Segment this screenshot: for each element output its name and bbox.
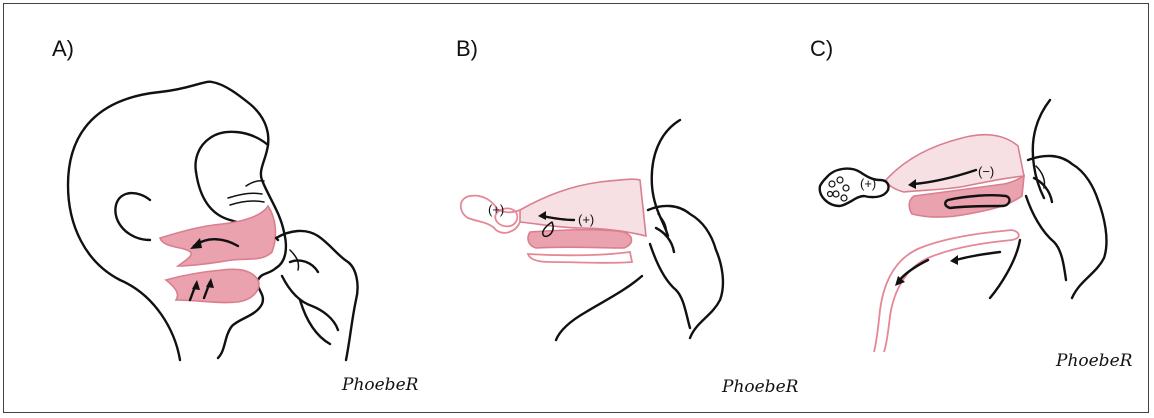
panel-a-illustration: PhoebeR — [68, 82, 419, 395]
esophagus-outer-c — [874, 230, 1012, 352]
nasopharynx-b — [520, 179, 646, 236]
hand-c — [1026, 156, 1106, 298]
swallow-arrow-1 — [956, 252, 1000, 260]
esophagus-top-c — [1012, 230, 1019, 240]
signature-a: PhoebeR — [341, 375, 419, 395]
hand-a — [276, 231, 358, 360]
throat-c — [990, 240, 1020, 298]
middle-ear-dots — [828, 177, 850, 201]
pressure-symbol-c2: (−) — [978, 164, 994, 179]
middle-ear-c — [820, 169, 889, 206]
signature-b: PhoebeR — [721, 377, 799, 397]
hand-b — [648, 206, 723, 338]
pressure-symbol-c1: (+) — [860, 176, 876, 191]
tongue-line-b — [528, 252, 632, 263]
soft-palate-b — [528, 230, 632, 248]
panel-c-illustration: (+) (−) PhoebeR — [820, 100, 1133, 371]
signature-c: PhoebeR — [1055, 351, 1133, 371]
pressure-symbol-b2: (+) — [578, 212, 594, 227]
face-b — [652, 120, 680, 236]
panel-b-illustration: (+) (+) PhoebeR — [461, 120, 799, 397]
pressure-symbol-b1: (+) — [488, 202, 504, 217]
brow-line — [196, 132, 268, 172]
ear — [115, 193, 150, 240]
throat-b — [556, 276, 642, 340]
eye-lines — [228, 181, 264, 205]
